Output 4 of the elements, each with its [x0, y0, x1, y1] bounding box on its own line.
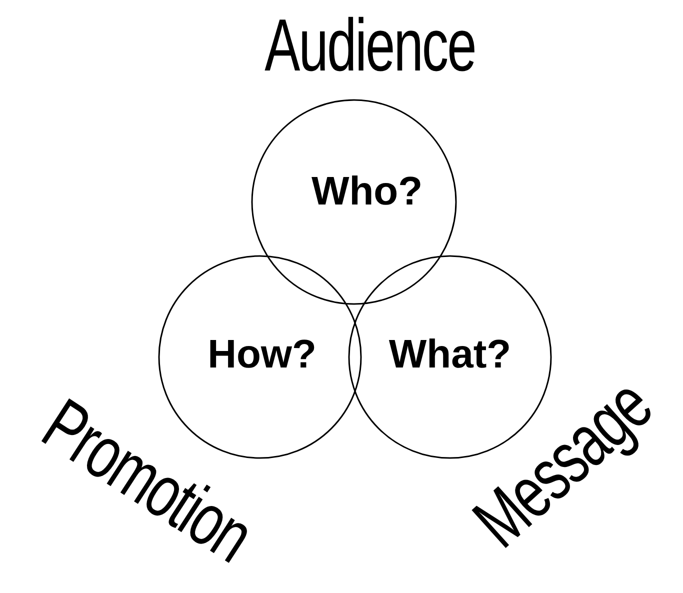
question-text: Who?	[311, 170, 423, 214]
question-text: What?	[388, 332, 512, 378]
question-text: How?	[208, 332, 316, 378]
circle-heading: Audience	[264, 2, 476, 88]
